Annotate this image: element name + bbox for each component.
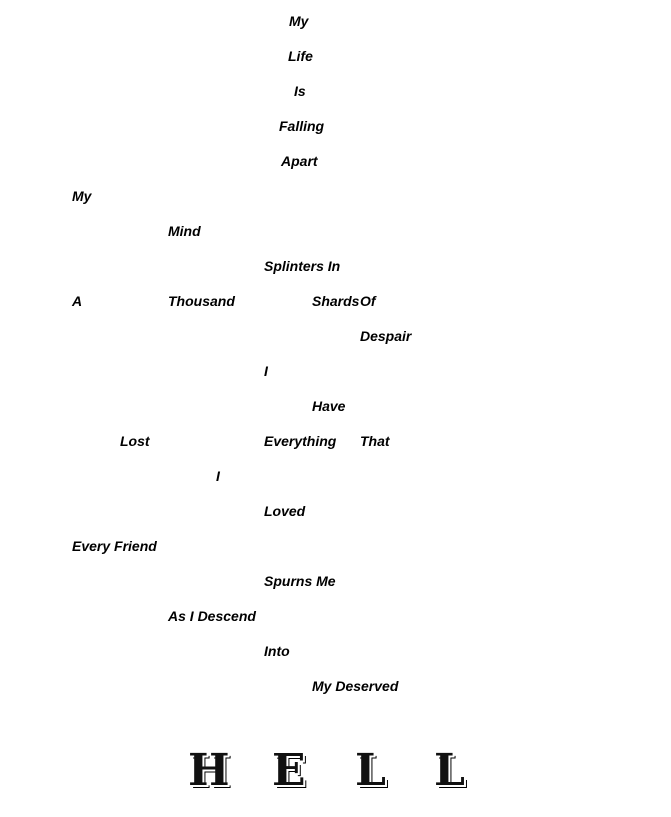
poem-word: As I Descend [168, 608, 256, 624]
finale-letter: H [188, 745, 230, 796]
poem-word: Thousand [168, 293, 235, 309]
poem-word: Of [360, 293, 376, 309]
poem-word: Lost [120, 433, 150, 449]
poem-word: Falling [279, 118, 325, 134]
poem-word: A [72, 293, 83, 309]
poem-word: Into [264, 643, 290, 659]
poem-word: My [72, 188, 92, 204]
finale-letter: L [355, 745, 386, 796]
poem-word: Splinters In [264, 258, 341, 274]
poem-word: Apart [281, 153, 318, 169]
finale-letter: E [272, 745, 306, 796]
poem-word: Everything [264, 433, 337, 449]
poem-word: Mind [168, 223, 201, 239]
poem-word: I [264, 363, 268, 379]
poem-word: Every Friend [72, 538, 157, 554]
poem-word: Despair [360, 328, 412, 344]
poem-word: Life [288, 48, 313, 64]
poem-word: Have [312, 398, 346, 414]
finale-letter: L [434, 745, 465, 796]
poem-word: That [360, 433, 390, 449]
poem-word: I [216, 468, 220, 484]
poem-word: My [289, 13, 309, 29]
poem-word: Shards [312, 293, 360, 309]
poem-word: Loved [264, 503, 306, 519]
poem-word: My Deserved [312, 678, 399, 694]
poem-word: Spurns Me [264, 573, 336, 589]
poem-word: Is [294, 83, 306, 99]
